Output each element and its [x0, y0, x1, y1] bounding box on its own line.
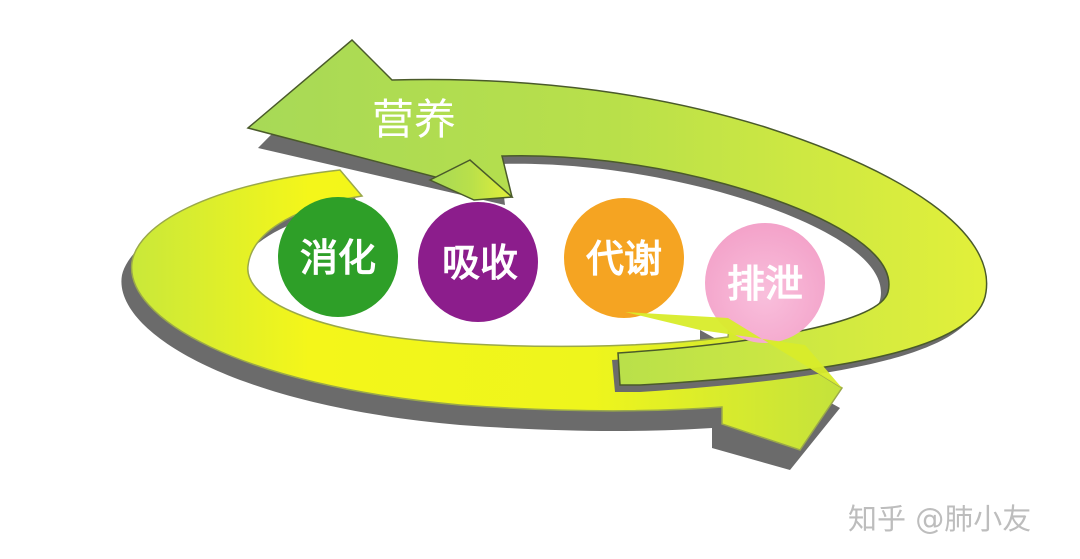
step-label: 代谢 — [586, 237, 662, 281]
upper-arrow — [246, 38, 988, 392]
step-label: 消化 — [300, 236, 376, 280]
step-circle — [564, 198, 684, 318]
step-absorption: 吸收 — [418, 202, 538, 322]
step-circle — [418, 202, 538, 322]
watermark: 知乎 @肺小友 — [848, 502, 1032, 536]
step-label: 吸收 — [442, 241, 518, 285]
step-digestion: 消化 — [278, 197, 398, 317]
step-circle — [278, 197, 398, 317]
lower-arrow-head-overlap — [625, 312, 842, 388]
step-metabolism: 代谢 — [564, 198, 684, 318]
upper-arrow-body — [246, 38, 988, 386]
cycle-title: 营养 — [372, 95, 456, 144]
step-label: 排泄 — [727, 262, 803, 306]
upper-arrow-head-overlap — [428, 159, 514, 201]
step-excretion: 排泄 — [705, 223, 825, 343]
step-circle — [705, 223, 825, 343]
